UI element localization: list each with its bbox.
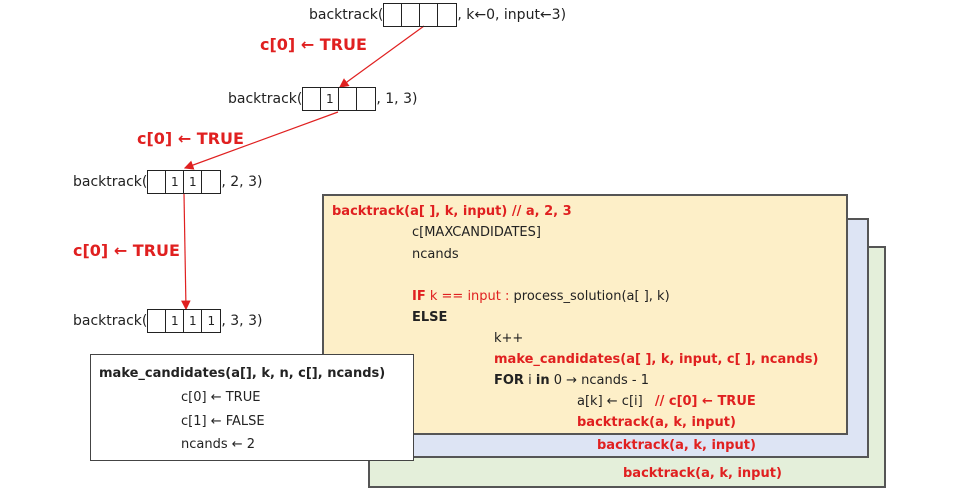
array-box [383, 3, 458, 27]
array-cell: 1 [166, 171, 185, 193]
array-cell [402, 4, 421, 26]
code-assign-line: a[k] ← c[i] // c[0] ← TRUE [577, 394, 756, 409]
stack-call-1: backtrack(a, k, input) [597, 438, 756, 453]
array-cell [384, 4, 403, 26]
code-header: backtrack(a[ ], k, input) // a, 2, 3 [332, 204, 572, 219]
assign-stmt: a[k] ← c[i] [577, 394, 643, 409]
call-prefix: backtrack( [228, 91, 303, 107]
code-else: ELSE [412, 310, 448, 325]
call-1: backtrack( 1 , 1, 3) [228, 87, 417, 111]
if-condition: k == input : [429, 289, 510, 304]
make-candidates-box: make_candidates(a[], k, n, c[], ncands) … [90, 354, 414, 461]
array-cell [148, 310, 167, 332]
array-cell [303, 88, 322, 110]
code-if-line: IF k == input : process_solution(a[ ], k… [412, 289, 670, 304]
array-cell [339, 88, 358, 110]
array-cell [438, 4, 456, 26]
array-cell: 1 [184, 310, 203, 332]
array-cell [420, 4, 439, 26]
array-cell [148, 171, 167, 193]
for-keyword: FOR [494, 373, 524, 388]
arrow-1 [339, 25, 425, 88]
array-cell: 1 [184, 171, 203, 193]
code-decl-candidates: c[MAXCANDIDATES] [412, 225, 541, 240]
call-suffix: , 3, 3) [221, 313, 263, 329]
array-cell [357, 88, 375, 110]
arrow-label-3: c[0] ← TRUE [73, 241, 180, 260]
code-increment: k++ [494, 331, 524, 346]
array-cell: 1 [207, 314, 216, 328]
array-box: 1 [302, 87, 377, 111]
stack-call-2: backtrack(a, k, input) [623, 466, 782, 481]
if-keyword: IF [412, 289, 426, 304]
array-cell: 1 [166, 310, 185, 332]
for-var: i [528, 373, 532, 388]
assign-comment: // c[0] ← TRUE [654, 394, 756, 409]
for-range: 0 → ncands - 1 [553, 373, 649, 388]
arrow-2 [183, 111, 339, 170]
array-cell [202, 171, 220, 193]
call-suffix: , 2, 3) [221, 174, 263, 190]
call-suffix: , k←0, input←3) [457, 7, 567, 23]
make-candidates-line: c[1] ← FALSE [181, 414, 265, 429]
code-make-candidates-call: make_candidates(a[ ], k, input, c[ ], nc… [494, 352, 819, 367]
call-prefix: backtrack( [309, 7, 384, 23]
call-prefix: backtrack( [73, 174, 148, 190]
make-candidates-line: ncands ← 2 [181, 437, 256, 452]
code-recursive-call: backtrack(a, k, input) [577, 415, 736, 430]
code-decl-ncands: ncands [412, 247, 459, 262]
in-keyword: in [535, 373, 550, 388]
arrow-3 [181, 193, 191, 311]
code-frame-front: backtrack(a[ ], k, input) // a, 2, 3 c[M… [322, 194, 848, 435]
arrow-label-1: c[0] ← TRUE [260, 35, 367, 54]
call-suffix: , 1, 3) [376, 91, 418, 107]
call-prefix: backtrack( [73, 313, 148, 329]
code-for-line: FOR i in 0 → ncands - 1 [494, 373, 649, 388]
make-candidates-line: c[0] ← TRUE [181, 390, 261, 405]
make-candidates-title: make_candidates(a[], k, n, c[], ncands) [99, 366, 386, 381]
arrow-label-2: c[0] ← TRUE [137, 129, 244, 148]
array-cell: 1 [321, 88, 340, 110]
call-0: backtrack( , k←0, input←3) [309, 3, 566, 27]
if-body: process_solution(a[ ], k) [513, 289, 670, 304]
